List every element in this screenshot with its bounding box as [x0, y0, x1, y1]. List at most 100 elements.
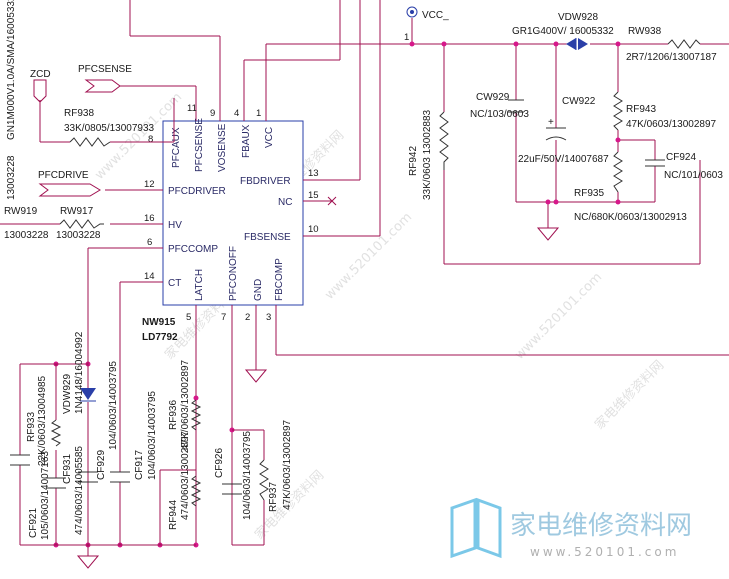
cf929-capacitor — [78, 471, 98, 483]
cf929-ref: CF929 — [96, 450, 107, 480]
cf924-value: NC/101/0603 — [664, 170, 723, 181]
pin-12-num: 12 — [144, 179, 155, 190]
pin-16-num: 16 — [144, 213, 155, 224]
cf924-capacitor — [645, 159, 665, 167]
pfcdrive-port-symbol — [38, 183, 101, 197]
cf931-capacitor — [46, 477, 66, 489]
cf926-capacitor — [222, 483, 242, 495]
rf943-ref: RF943 — [626, 104, 656, 115]
net-pfcsense: PFCSENSE — [78, 64, 132, 75]
rf937-ref: RF937 — [268, 482, 279, 512]
rf938-left-ref: RF938 — [64, 108, 94, 119]
rw938-value: 2R7/1206/13007187 — [626, 52, 717, 63]
watermark-url-3: www.520101.com — [512, 270, 605, 363]
pin-2-num: 2 — [245, 312, 250, 323]
cw929-ref: CW929 — [476, 92, 510, 103]
ic-refdes: NW915 — [142, 317, 176, 328]
rf933-value: 22K/0603/13004985 — [37, 375, 48, 466]
rf942-value: 33K/0603 13002883 — [422, 109, 433, 200]
cf924-ref: CF924 — [666, 152, 696, 163]
cw922-value: 22uF/50V/14007687 — [518, 154, 609, 165]
net-vcc: VCC_ — [422, 10, 449, 21]
top-right-nets — [243, 0, 729, 265]
ic-bottom-pins: 5 7 2 3 LATCH PFCONOFF GND FBCOMP — [186, 246, 729, 545]
cf917-capacitor — [110, 471, 130, 483]
rf935-value: NC/680K/0603/13002913 — [574, 212, 687, 223]
pin-label-fbaux: FBAUX — [241, 124, 252, 158]
cw922-ref: CW922 — [562, 96, 596, 107]
pin-label-gnd: GND — [253, 279, 264, 301]
pin-7-num: 7 — [221, 312, 226, 323]
rf944-resistor — [190, 475, 202, 507]
pin-label-pfcdriver: PFCDRIVER — [168, 186, 226, 197]
pin-10-num: 10 — [308, 224, 319, 235]
cf917-ref: CF917 — [134, 450, 145, 480]
cf921-value: 105/0603/14007163 — [40, 451, 51, 540]
pin-label-pfconoff: PFCONOFF — [228, 246, 239, 301]
net-zcd: ZCD — [30, 69, 51, 80]
pin-13-num: 13 — [308, 168, 319, 179]
zcd-port-symbol — [33, 79, 47, 103]
pin-1-num: 1 — [256, 108, 261, 119]
ic-left-pins: 12 16 6 14 PFCDRIVER HV PFCCOMP CT — [88, 179, 226, 289]
ic-body — [162, 120, 304, 306]
watermark-url-2: www.520101.com — [322, 210, 415, 303]
rf938-left-resistor — [69, 137, 111, 147]
ic-right-pins: 13 15 10 FBDRIVER NC FBSENSE — [240, 168, 380, 243]
pin-3-num: 3 — [266, 312, 271, 323]
cf926-value: 104/0603/14003795 — [242, 431, 253, 520]
rw917-ref: RW917 — [60, 206, 94, 217]
vdw928-diode — [560, 38, 588, 50]
rw938-resistor — [667, 39, 701, 49]
rw919-value: 13003228 — [4, 230, 49, 241]
site-logo: 家电维修资料网 www.520101.com — [450, 497, 692, 559]
vdw929-value: 1N4148/16004992 — [74, 331, 85, 414]
vcc-terminal-center — [410, 10, 414, 14]
watermark-cn-4: 家电维修资料网 — [592, 357, 668, 433]
rf944-ref: RF944 — [168, 500, 179, 530]
lower-left-network — [19, 248, 265, 569]
cw922-capacitor: + — [545, 117, 567, 141]
pin-6-num: 6 — [147, 237, 152, 248]
cf931-ref: CF931 — [62, 454, 73, 484]
left-edge-part-mid: 13003228 — [6, 155, 17, 200]
rf933-resistor — [50, 419, 62, 447]
rf943-resistor — [613, 91, 623, 131]
rf933-ref: RF933 — [26, 412, 37, 442]
rf937-value: 47K/0603/13002897 — [282, 419, 293, 510]
net-pfcdrive: PFCDRIVE — [38, 170, 89, 181]
rf936-resistor — [190, 399, 202, 431]
cf921-capacitor — [10, 454, 30, 466]
pin-8-num: 8 — [148, 134, 153, 145]
pin-14-num: 14 — [144, 271, 155, 282]
ic-part-number: LD7792 — [142, 332, 178, 343]
vdw928-value: GR1G400V/ 16005332 — [512, 26, 614, 37]
pin-11-num: 11 — [187, 103, 197, 114]
rf936-ref: RF936 — [168, 400, 179, 430]
rf942-ref: RF942 — [408, 146, 419, 176]
pin-4-num: 4 — [234, 108, 239, 119]
pin-label-vosense: VOSENSE — [217, 123, 228, 172]
top-left-nets — [0, 0, 221, 225]
pin-label-hv: HV — [168, 220, 182, 231]
pin-label-pfcaux: PFCAUX — [171, 127, 182, 168]
vdw929-ref: VDW929 — [62, 374, 73, 414]
rw919-ref: RW919 — [4, 206, 38, 217]
pfcsense-port-symbol — [84, 79, 121, 93]
pin-label-ct: CT — [168, 278, 181, 289]
vdw928-ref: VDW928 — [558, 12, 598, 23]
cf917-value: 104/0603/14003795 — [147, 391, 158, 480]
cf921-ref: CF921 — [28, 508, 39, 538]
rf936-value: 47K/0603/13002897 — [180, 359, 191, 450]
rf935-ref: RF935 — [574, 188, 604, 199]
rf943-value: 47K/0603/13002897 — [626, 119, 717, 130]
pin-5-num: 5 — [186, 312, 191, 323]
pin-15-num: 15 — [308, 190, 319, 201]
rf944-value: 474/0603/13002897 — [180, 431, 191, 520]
vdw929-diode — [80, 388, 96, 402]
ic-top-pins: 8 11 9 4 1 PFCAUX PFCSENSE VOSENSE FBAUX… — [148, 98, 275, 172]
cf926-ref: CF926 — [214, 448, 225, 478]
cw929-value: NC/103/0603 — [470, 109, 529, 120]
